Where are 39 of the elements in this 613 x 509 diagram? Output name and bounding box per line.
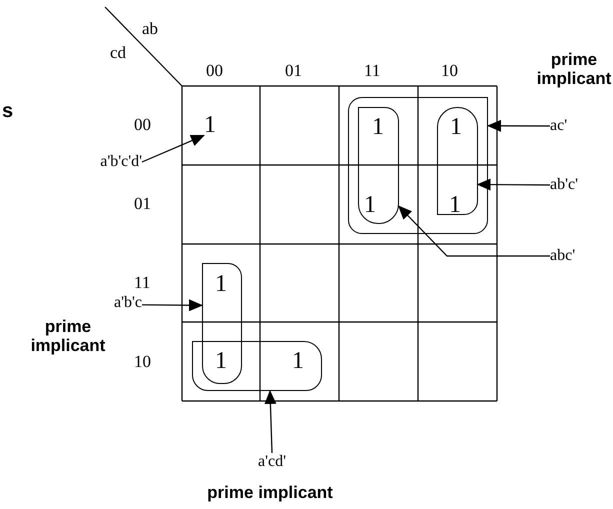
- arrow: [476, 178, 550, 191]
- annotation-text: prime implicant: [30, 318, 106, 356]
- minterm-value: 1: [215, 349, 227, 373]
- grouping-loop: [436, 106, 478, 215]
- row-header: 00: [134, 116, 151, 133]
- arrow: [398, 205, 550, 257]
- arrow: [487, 120, 550, 132]
- row-header: 11: [134, 274, 150, 291]
- term-label: a'cd': [248, 453, 296, 471]
- minterm-value: 1: [364, 193, 376, 217]
- grouping-loop: [202, 263, 242, 384]
- term-label: abc': [550, 247, 590, 265]
- text-fragment: s: [2, 100, 14, 122]
- row-header: 01: [134, 195, 151, 212]
- grouping-loop: [358, 106, 399, 224]
- minterm-value: 1: [450, 115, 462, 139]
- arrow: [264, 390, 276, 454]
- annotation-text: prime implicant: [536, 51, 612, 88]
- column-header: 11: [364, 62, 380, 79]
- row-header: 10: [134, 353, 151, 370]
- term-label: a'b'c: [92, 294, 142, 312]
- term-label: ac': [550, 117, 580, 135]
- column-header: 00: [206, 62, 223, 79]
- minterm-value: 1: [292, 349, 304, 373]
- minterm-value: 1: [449, 193, 461, 217]
- minterm-value: 1: [372, 115, 384, 139]
- column-header: 01: [285, 62, 302, 79]
- arrow: [142, 134, 205, 163]
- arrow: [142, 299, 203, 312]
- axis-label: ab: [142, 20, 158, 37]
- axis-label: cd: [110, 44, 126, 61]
- term-label: a'b'c'd': [68, 153, 142, 171]
- column-header: 10: [441, 62, 458, 79]
- minterm-value: 1: [215, 272, 227, 296]
- minterm-value: 1: [204, 112, 224, 138]
- annotation-text: prime implicant: [206, 484, 334, 503]
- grouping-loop: [192, 341, 322, 391]
- term-label: ab'c': [550, 176, 592, 194]
- grouping-loop: [348, 97, 488, 234]
